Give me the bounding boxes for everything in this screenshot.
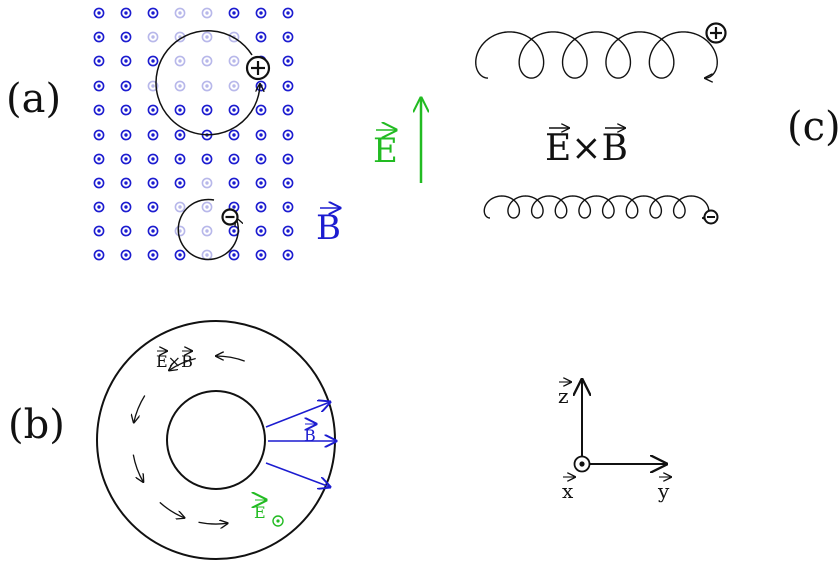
svg-text:E: E xyxy=(373,131,398,171)
coordinate-axes: z x y xyxy=(558,380,671,503)
negative-drift-trajectory xyxy=(483,195,708,218)
B-field-label: B xyxy=(316,208,341,248)
drift-arrow xyxy=(198,522,228,524)
radial-B-arrows xyxy=(265,402,336,487)
z-axis-label: z xyxy=(558,382,571,408)
outer-cylinder xyxy=(96,320,336,560)
magnetic-field-dot-grid xyxy=(93,7,294,261)
drift-arrow xyxy=(132,454,143,482)
svg-text:x: x xyxy=(562,479,574,503)
y-axis-label: y xyxy=(657,477,671,503)
svg-text:B: B xyxy=(304,426,316,445)
inner-cylinder xyxy=(166,390,266,490)
svg-text:B: B xyxy=(316,208,341,248)
drift-arrow xyxy=(134,395,146,423)
B-label-ring: B xyxy=(304,424,316,445)
positive-gyro-orbit xyxy=(155,29,260,136)
svg-text:E×B: E×B xyxy=(156,352,193,371)
E-label-ring: E xyxy=(254,500,266,522)
svg-text:E: E xyxy=(254,503,266,522)
svg-text:y: y xyxy=(657,479,670,503)
E-out-of-page-icon xyxy=(272,515,284,527)
svg-text:E×B: E×B xyxy=(545,128,628,169)
drift-arrow xyxy=(159,501,185,518)
ExB-drift-label: E×B xyxy=(545,128,628,169)
positive-drift-trajectory xyxy=(475,31,718,78)
svg-text:z: z xyxy=(558,384,569,408)
drift-arrow xyxy=(216,356,245,362)
panel-label-c: (c) xyxy=(787,104,838,150)
x-axis-label: x xyxy=(562,477,575,503)
azimuthal-drift-arrows xyxy=(132,356,245,524)
panel-label-a: (a) xyxy=(6,76,61,122)
E-field-label: E xyxy=(373,130,398,171)
panel-label-b: (b) xyxy=(8,402,65,448)
negative-gyro-orbit xyxy=(177,198,238,261)
drift-arrow xyxy=(169,357,196,371)
ExB-label-ring: E×B xyxy=(156,351,193,371)
